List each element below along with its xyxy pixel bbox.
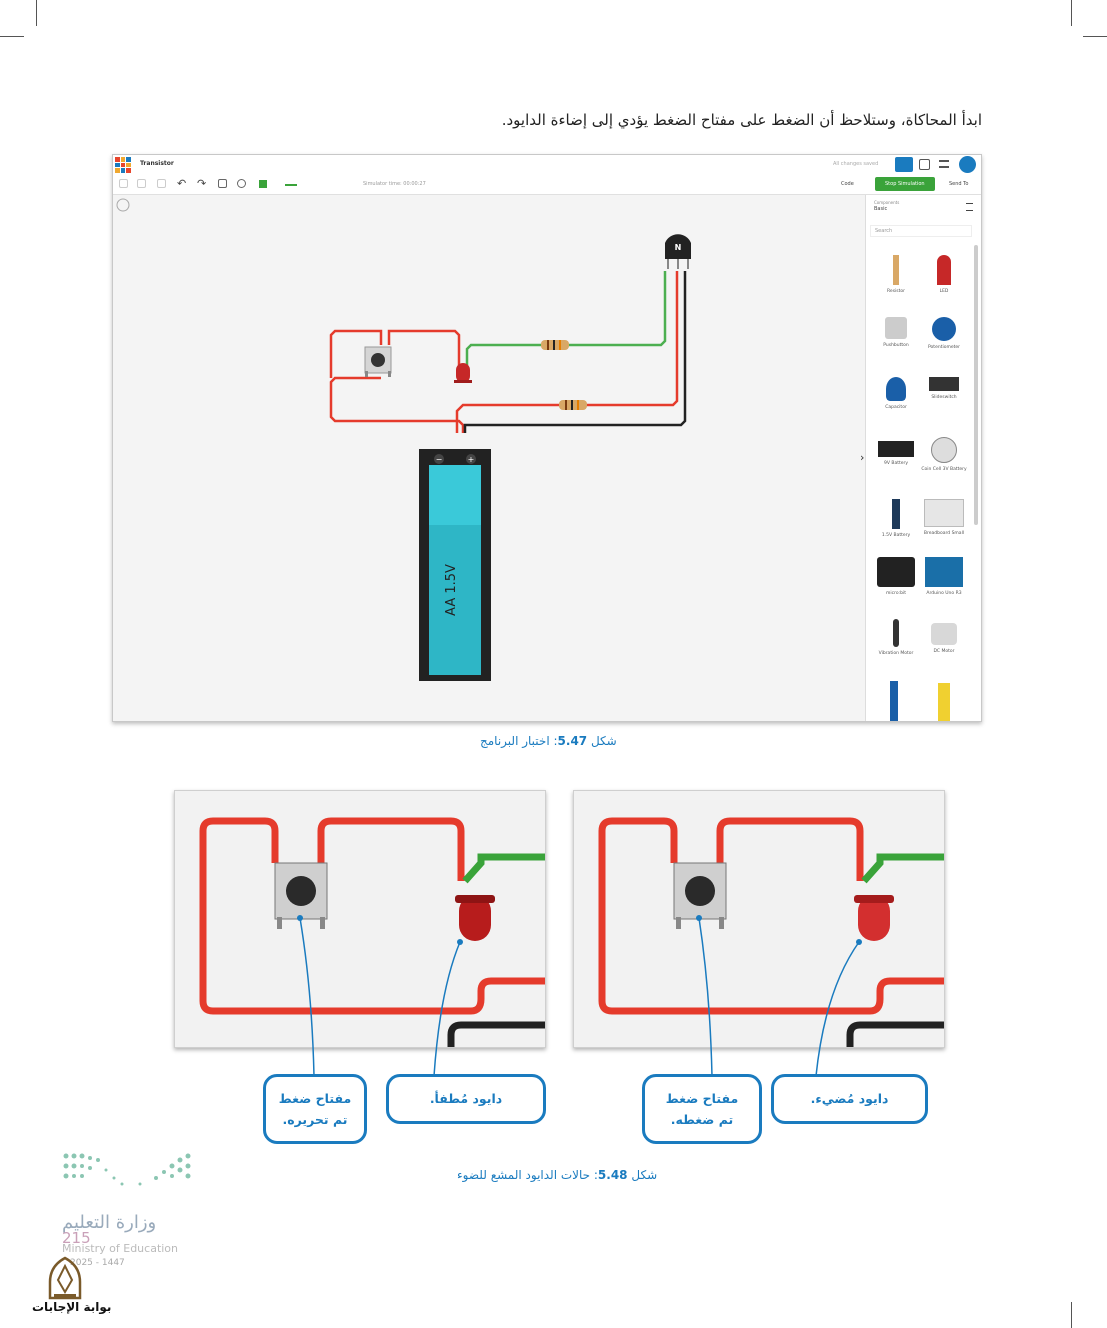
callout-text: مفتاح ضغط	[278, 1090, 352, 1106]
component-vibration-motor[interactable]: Vibration Motor	[870, 619, 922, 656]
figure-caption-5-48: شكل 5.48: حالات الدايود المشع للضوء	[457, 1168, 658, 1182]
toolbar: ↶ ↷ Simulator time: 00:00:27 Code Stop S…	[113, 174, 981, 195]
crop-mark	[1071, 1302, 1072, 1328]
led	[454, 363, 472, 383]
delete-icon[interactable]	[157, 179, 166, 188]
circuit-canvas[interactable]: N AA 1.5V − +	[113, 195, 865, 721]
photo-led-on	[573, 790, 945, 1048]
fit-view-icon	[116, 198, 130, 212]
wire-red-2	[329, 329, 383, 378]
circuit-view-button[interactable]	[895, 157, 913, 172]
callout-text: مفتاح ضغط	[665, 1090, 739, 1106]
components-label: Components	[874, 200, 900, 205]
crop-mark	[0, 36, 24, 37]
crop-mark	[1071, 0, 1072, 26]
ministry-name-ar: وزارة التعليم	[62, 1212, 157, 1233]
pushbutton-released	[274, 862, 328, 929]
code-button[interactable]: Code	[841, 181, 854, 187]
edition-year: 2025 - 1447	[70, 1258, 125, 1268]
copy-icon[interactable]	[137, 179, 146, 188]
transistor: N	[665, 234, 691, 269]
list-view-icon[interactable]	[939, 160, 949, 168]
callout-switch-pressed: مفتاح ضغط تم ضغطه.	[642, 1074, 762, 1144]
inspector-icon[interactable]	[237, 179, 246, 188]
callout-text: دايود مُطفأ.	[429, 1091, 503, 1107]
pushbutton	[364, 346, 392, 377]
led-on-circuit	[598, 817, 944, 1047]
pushbutton-pressed	[673, 862, 727, 929]
component-slideswitch[interactable]: Slideswitch	[918, 377, 970, 400]
led-on	[854, 895, 894, 941]
component-9v-battery[interactable]: 9V Battery	[870, 441, 922, 466]
component-potentiometer[interactable]: Potentiometer	[918, 317, 970, 350]
component-partial-1[interactable]	[890, 681, 898, 721]
panel-scrollbar[interactable]	[974, 245, 978, 525]
component-dc-motor[interactable]: DC Motor	[918, 623, 970, 654]
notes-icon[interactable]	[218, 179, 227, 188]
project-title: Transistor	[140, 160, 174, 167]
callout-text: دايود مُضيء.	[810, 1091, 889, 1107]
simulator-time: Simulator time: 00:00:27	[363, 181, 426, 187]
new-icon[interactable]	[119, 179, 128, 188]
simulator-screenshot: Transistor All changes saved ↶ ↷ Simulat…	[112, 154, 982, 722]
app-header: Transistor All changes saved	[113, 155, 981, 175]
component-partial-2[interactable]	[938, 683, 950, 721]
crop-mark	[1083, 36, 1107, 37]
avatar[interactable]	[959, 156, 976, 173]
battery-minus: −	[436, 455, 443, 464]
component-coin-cell-battery[interactable]: Coin Cell 3V Battery	[918, 437, 970, 472]
callout-led-off: دايود مُطفأ.	[386, 1074, 546, 1124]
panel-collapse-icon[interactable]: ›	[860, 451, 865, 464]
wire-red-1	[329, 376, 465, 433]
stop-simulation-button[interactable]: Stop Simulation	[875, 177, 935, 191]
figure-caption-5-47: شكل 5.47: اختبار البرنامج	[480, 734, 617, 748]
callout-text: تم تحريره.	[282, 1112, 348, 1127]
callout-text: تم ضغطه.	[670, 1112, 734, 1127]
ministry-name-en: Ministry of Education	[62, 1242, 179, 1255]
color-picker[interactable]	[259, 180, 267, 188]
callout-switch-released: مفتاح ضغط تم تحريره.	[263, 1074, 367, 1144]
components-select[interactable]: Basic	[874, 206, 888, 212]
ministry-dots-icon	[63, 1153, 191, 1186]
save-status: All changes saved	[833, 161, 879, 167]
transistor-label: N	[675, 243, 682, 252]
component-resistor[interactable]: Resistor	[870, 255, 922, 294]
wire-green	[465, 271, 667, 367]
page-number: 215	[62, 1229, 91, 1247]
component-breadboard-small[interactable]: Breadboard Small	[918, 499, 970, 536]
resistor-1	[541, 340, 569, 350]
list-toggle-icon[interactable]	[966, 203, 973, 211]
resistor-2	[559, 400, 587, 410]
battery: AA 1.5V − +	[419, 449, 491, 681]
component-led[interactable]: LED	[918, 255, 970, 294]
ministry-logo	[60, 1150, 200, 1198]
component-1-5v-battery[interactable]: 1.5V Battery	[870, 499, 922, 538]
led-off	[455, 895, 495, 941]
circuit-drawing: N AA 1.5V − +	[116, 198, 691, 681]
wire-black	[463, 271, 687, 433]
grid-view-icon[interactable]	[919, 159, 930, 170]
photo-led-off	[174, 790, 546, 1048]
wire-red-3	[387, 329, 461, 367]
tinkercad-logo	[115, 157, 131, 173]
search-input[interactable]: Search	[870, 225, 972, 237]
redo-icon[interactable]: ↷	[197, 177, 207, 190]
led-off-circuit	[199, 817, 545, 1047]
components-panel: Components Basic Search Resistor LED Pus…	[865, 195, 981, 721]
site-name: بوابة الإجابات	[32, 1300, 112, 1314]
battery-plus: +	[468, 455, 475, 464]
site-logo-icon	[48, 1256, 82, 1300]
crop-mark	[36, 0, 37, 26]
intro-paragraph: ابدأ المحاكاة، وستلاحظ أن الضغط على مفتا…	[501, 111, 982, 129]
battery-label: AA 1.5V	[444, 564, 459, 616]
callout-led-on: دايود مُضيء.	[771, 1074, 928, 1124]
undo-icon[interactable]: ↶	[177, 177, 187, 190]
component-arduino-uno[interactable]: Arduino Uno R3	[918, 557, 970, 596]
component-microbit[interactable]: micro:bit	[870, 557, 922, 596]
send-to-button[interactable]: Send To	[949, 181, 969, 187]
wire-type-picker[interactable]	[285, 184, 297, 186]
component-pushbutton[interactable]: Pushbutton	[870, 317, 922, 348]
component-capacitor[interactable]: Capacitor	[870, 377, 922, 410]
